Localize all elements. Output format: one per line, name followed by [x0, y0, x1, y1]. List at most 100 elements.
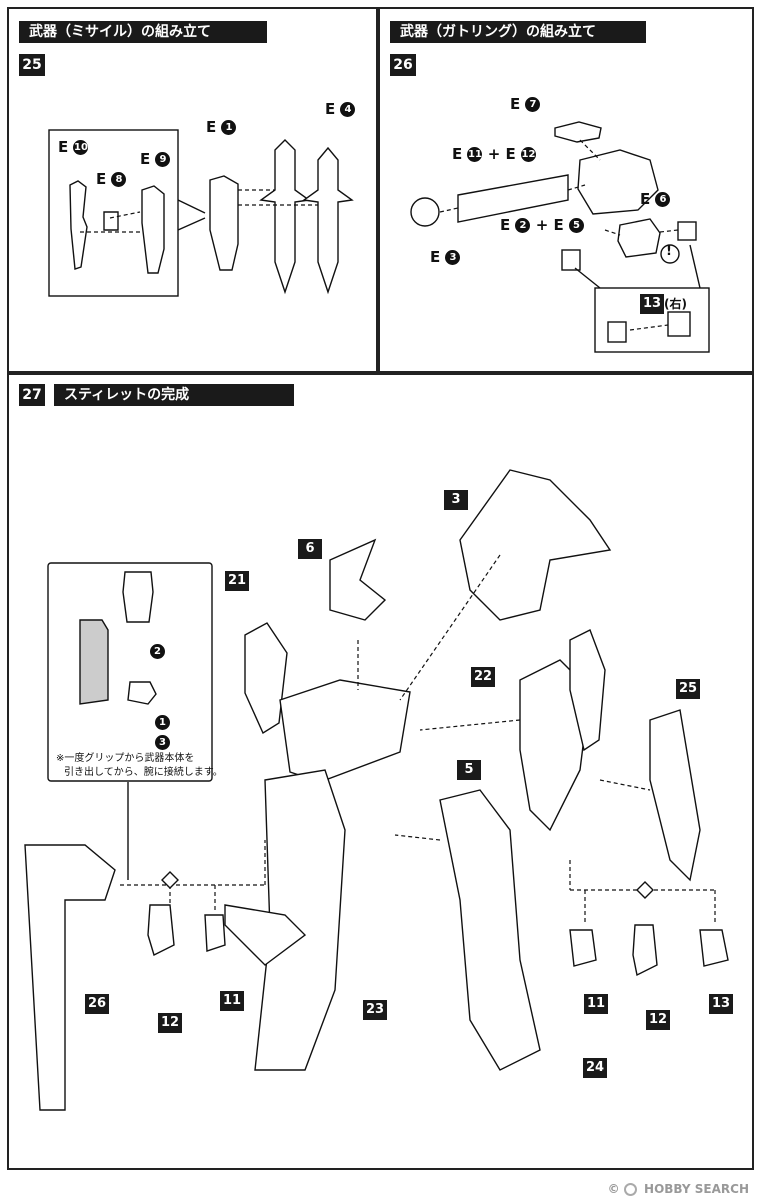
- part-e6: [617, 218, 661, 258]
- label-e11-e12: E 11 + E 12: [452, 145, 537, 163]
- callout-box: [594, 287, 710, 353]
- hand-12-right: [632, 924, 658, 977]
- inset-step-2-number: 2: [150, 644, 165, 659]
- panel-25-title: 武器（ミサイル）の組み立て: [19, 21, 267, 43]
- label-e4-prefix: E: [325, 100, 336, 118]
- label-e8-prefix: E: [96, 170, 107, 188]
- callout-part-13: [667, 311, 691, 337]
- inset-step-1: 1: [155, 713, 170, 731]
- selection-diamond-right: [636, 881, 654, 899]
- label-e5-prefix: E: [553, 216, 564, 234]
- label-e10-number: 10: [73, 140, 89, 155]
- label-e10-prefix: E: [58, 138, 69, 156]
- step-27-number: 27: [19, 384, 45, 406]
- label-e4-number: 4: [340, 102, 356, 117]
- part-e2-e5-housing: [577, 149, 659, 215]
- plus-sign-b: +: [535, 216, 549, 234]
- inset-note-line-2: 引き出してから、腕に接続します。: [64, 767, 223, 778]
- label-e6-prefix: E: [640, 190, 651, 208]
- label-e9: E 9: [140, 150, 171, 168]
- part-e8: [103, 211, 119, 231]
- part-e9: [141, 185, 165, 274]
- callout-badge-13: 13: [640, 294, 664, 314]
- label-e2-prefix: E: [500, 216, 511, 234]
- inset-weapon-body: [79, 619, 109, 705]
- inset-note-line-1: ※一度グリップから武器本体を: [56, 753, 195, 764]
- inset-step-3-number: 3: [155, 735, 170, 750]
- missile-pod-25: [649, 709, 701, 882]
- badge-6: 6: [298, 539, 322, 559]
- label-e12-number: 12: [521, 147, 537, 162]
- inset-grip: [127, 681, 157, 705]
- label-e3: E 3: [430, 248, 461, 266]
- skirt-armor: [224, 904, 307, 966]
- label-e1-prefix: E: [206, 118, 217, 136]
- label-e7-prefix: E: [510, 95, 521, 113]
- inset-box: [47, 562, 213, 782]
- part-e11-e12-barrel: [457, 174, 569, 223]
- badge-11-right: 11: [584, 994, 608, 1014]
- label-e10: E 10: [58, 138, 89, 156]
- watermark-text: HOBBY SEARCH: [644, 1182, 749, 1196]
- caution-icon-ring: [660, 244, 680, 264]
- selection-diamond-left: [161, 871, 179, 889]
- step-25-number: 25: [19, 54, 45, 76]
- head-part-6: [329, 538, 387, 621]
- label-e3-prefix: E: [430, 248, 441, 266]
- label-e6-number: 6: [655, 192, 671, 207]
- badge-12-right: 12: [646, 1010, 670, 1030]
- inset-step-2: 2: [150, 642, 165, 660]
- wing-part-21: [244, 622, 288, 735]
- label-e9-prefix: E: [140, 150, 151, 168]
- panel-26-title: 武器（ガトリング）の組み立て: [390, 21, 646, 43]
- label-e11-number: 11: [467, 147, 483, 162]
- hand-12-left: [147, 904, 175, 956]
- part-13-small: [677, 221, 697, 241]
- badge-3: 3: [444, 490, 468, 510]
- gatling-magazine: [561, 249, 581, 271]
- badge-21: 21: [225, 571, 249, 591]
- plus-sign-a: +: [487, 145, 501, 163]
- badge-5: 5: [457, 760, 481, 780]
- label-e8-number: 8: [111, 172, 127, 187]
- backpack-part-3: [459, 469, 612, 621]
- label-e8: E 8: [96, 170, 127, 188]
- caution-icon: !: [666, 244, 672, 259]
- leg-part-24: [439, 789, 541, 1071]
- robot-torso: [279, 679, 411, 783]
- part-e1-missile: [259, 139, 311, 295]
- gatling-26: [24, 844, 116, 1111]
- label-e11-prefix: E: [452, 145, 463, 163]
- label-e4: E 4: [325, 100, 356, 118]
- panel-step-26: [378, 7, 754, 373]
- badge-26: 26: [85, 994, 109, 1014]
- label-e3-number: 3: [445, 250, 461, 265]
- label-e2-number: 2: [515, 218, 531, 233]
- badge-12-left: 12: [158, 1013, 182, 1033]
- label-e9-number: 9: [155, 152, 171, 167]
- callout-magazine: [607, 321, 627, 343]
- badge-22: 22: [471, 667, 495, 687]
- hand-11-right: [569, 929, 597, 967]
- part-e3-muzzle: [410, 197, 440, 227]
- missile-assembly: [209, 175, 239, 271]
- subassembly-box: [48, 129, 179, 297]
- part-e7: [554, 121, 602, 143]
- step-26-number: 26: [390, 54, 416, 76]
- hand-11-left: [204, 914, 226, 952]
- label-e7-number: 7: [525, 97, 541, 112]
- badge-11-left: 11: [220, 991, 244, 1011]
- panel-step-27: [7, 373, 754, 1170]
- label-e7: E 7: [510, 95, 541, 113]
- hobby-search-logo-icon: [623, 1183, 637, 1196]
- label-e6: E 6: [640, 190, 671, 208]
- badge-13-right: 13: [709, 994, 733, 1014]
- label-e1: E 1: [206, 118, 237, 136]
- label-e2-e5: E 2 + E 5: [500, 216, 585, 234]
- inset-upper-arm: [122, 571, 154, 623]
- panel-step-25: [7, 7, 378, 373]
- badge-25: 25: [676, 679, 700, 699]
- hand-13-right: [699, 929, 729, 967]
- inset-step-3: 3: [155, 733, 170, 751]
